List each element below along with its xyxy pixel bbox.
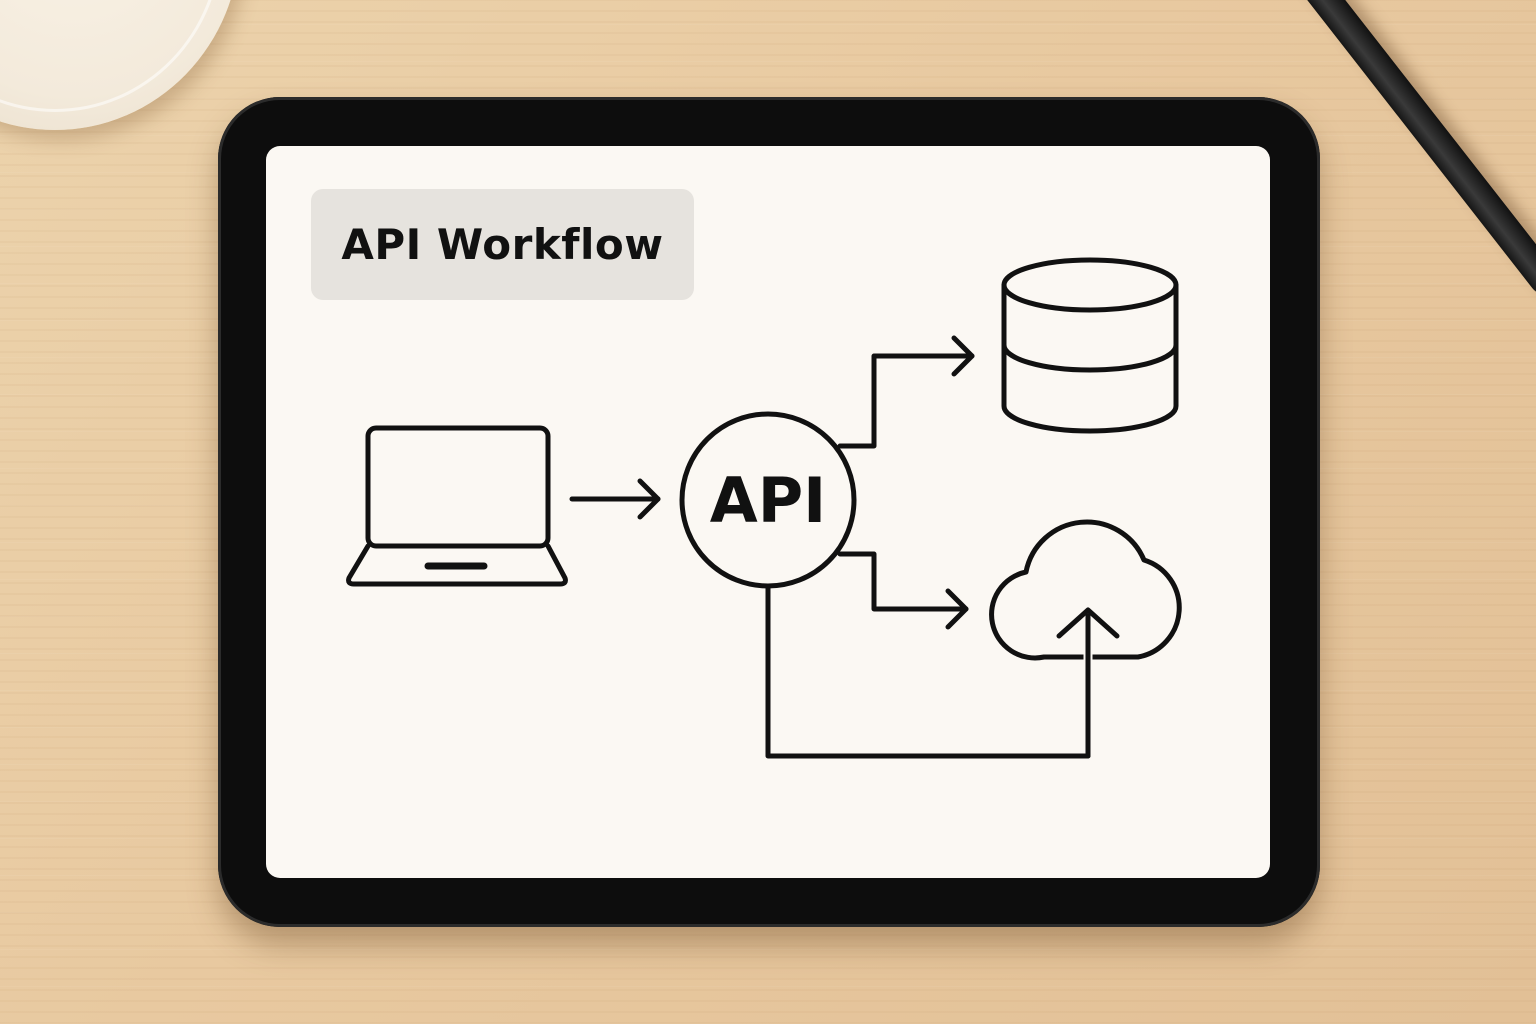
cloud-upload-icon xyxy=(989,519,1182,761)
edge-api-to-cloud-bottom xyxy=(765,583,1091,759)
api-node-label: API xyxy=(710,464,827,537)
edge-api-to-database xyxy=(837,335,975,449)
title-box xyxy=(311,189,694,300)
api-circle-icon: API xyxy=(679,411,857,589)
edge-client-to-api xyxy=(569,478,661,520)
database-icon xyxy=(1001,257,1179,434)
diagram-title: API Workflow xyxy=(341,220,664,269)
edge-api-to-cloud xyxy=(837,551,969,630)
laptop-icon xyxy=(346,425,568,587)
